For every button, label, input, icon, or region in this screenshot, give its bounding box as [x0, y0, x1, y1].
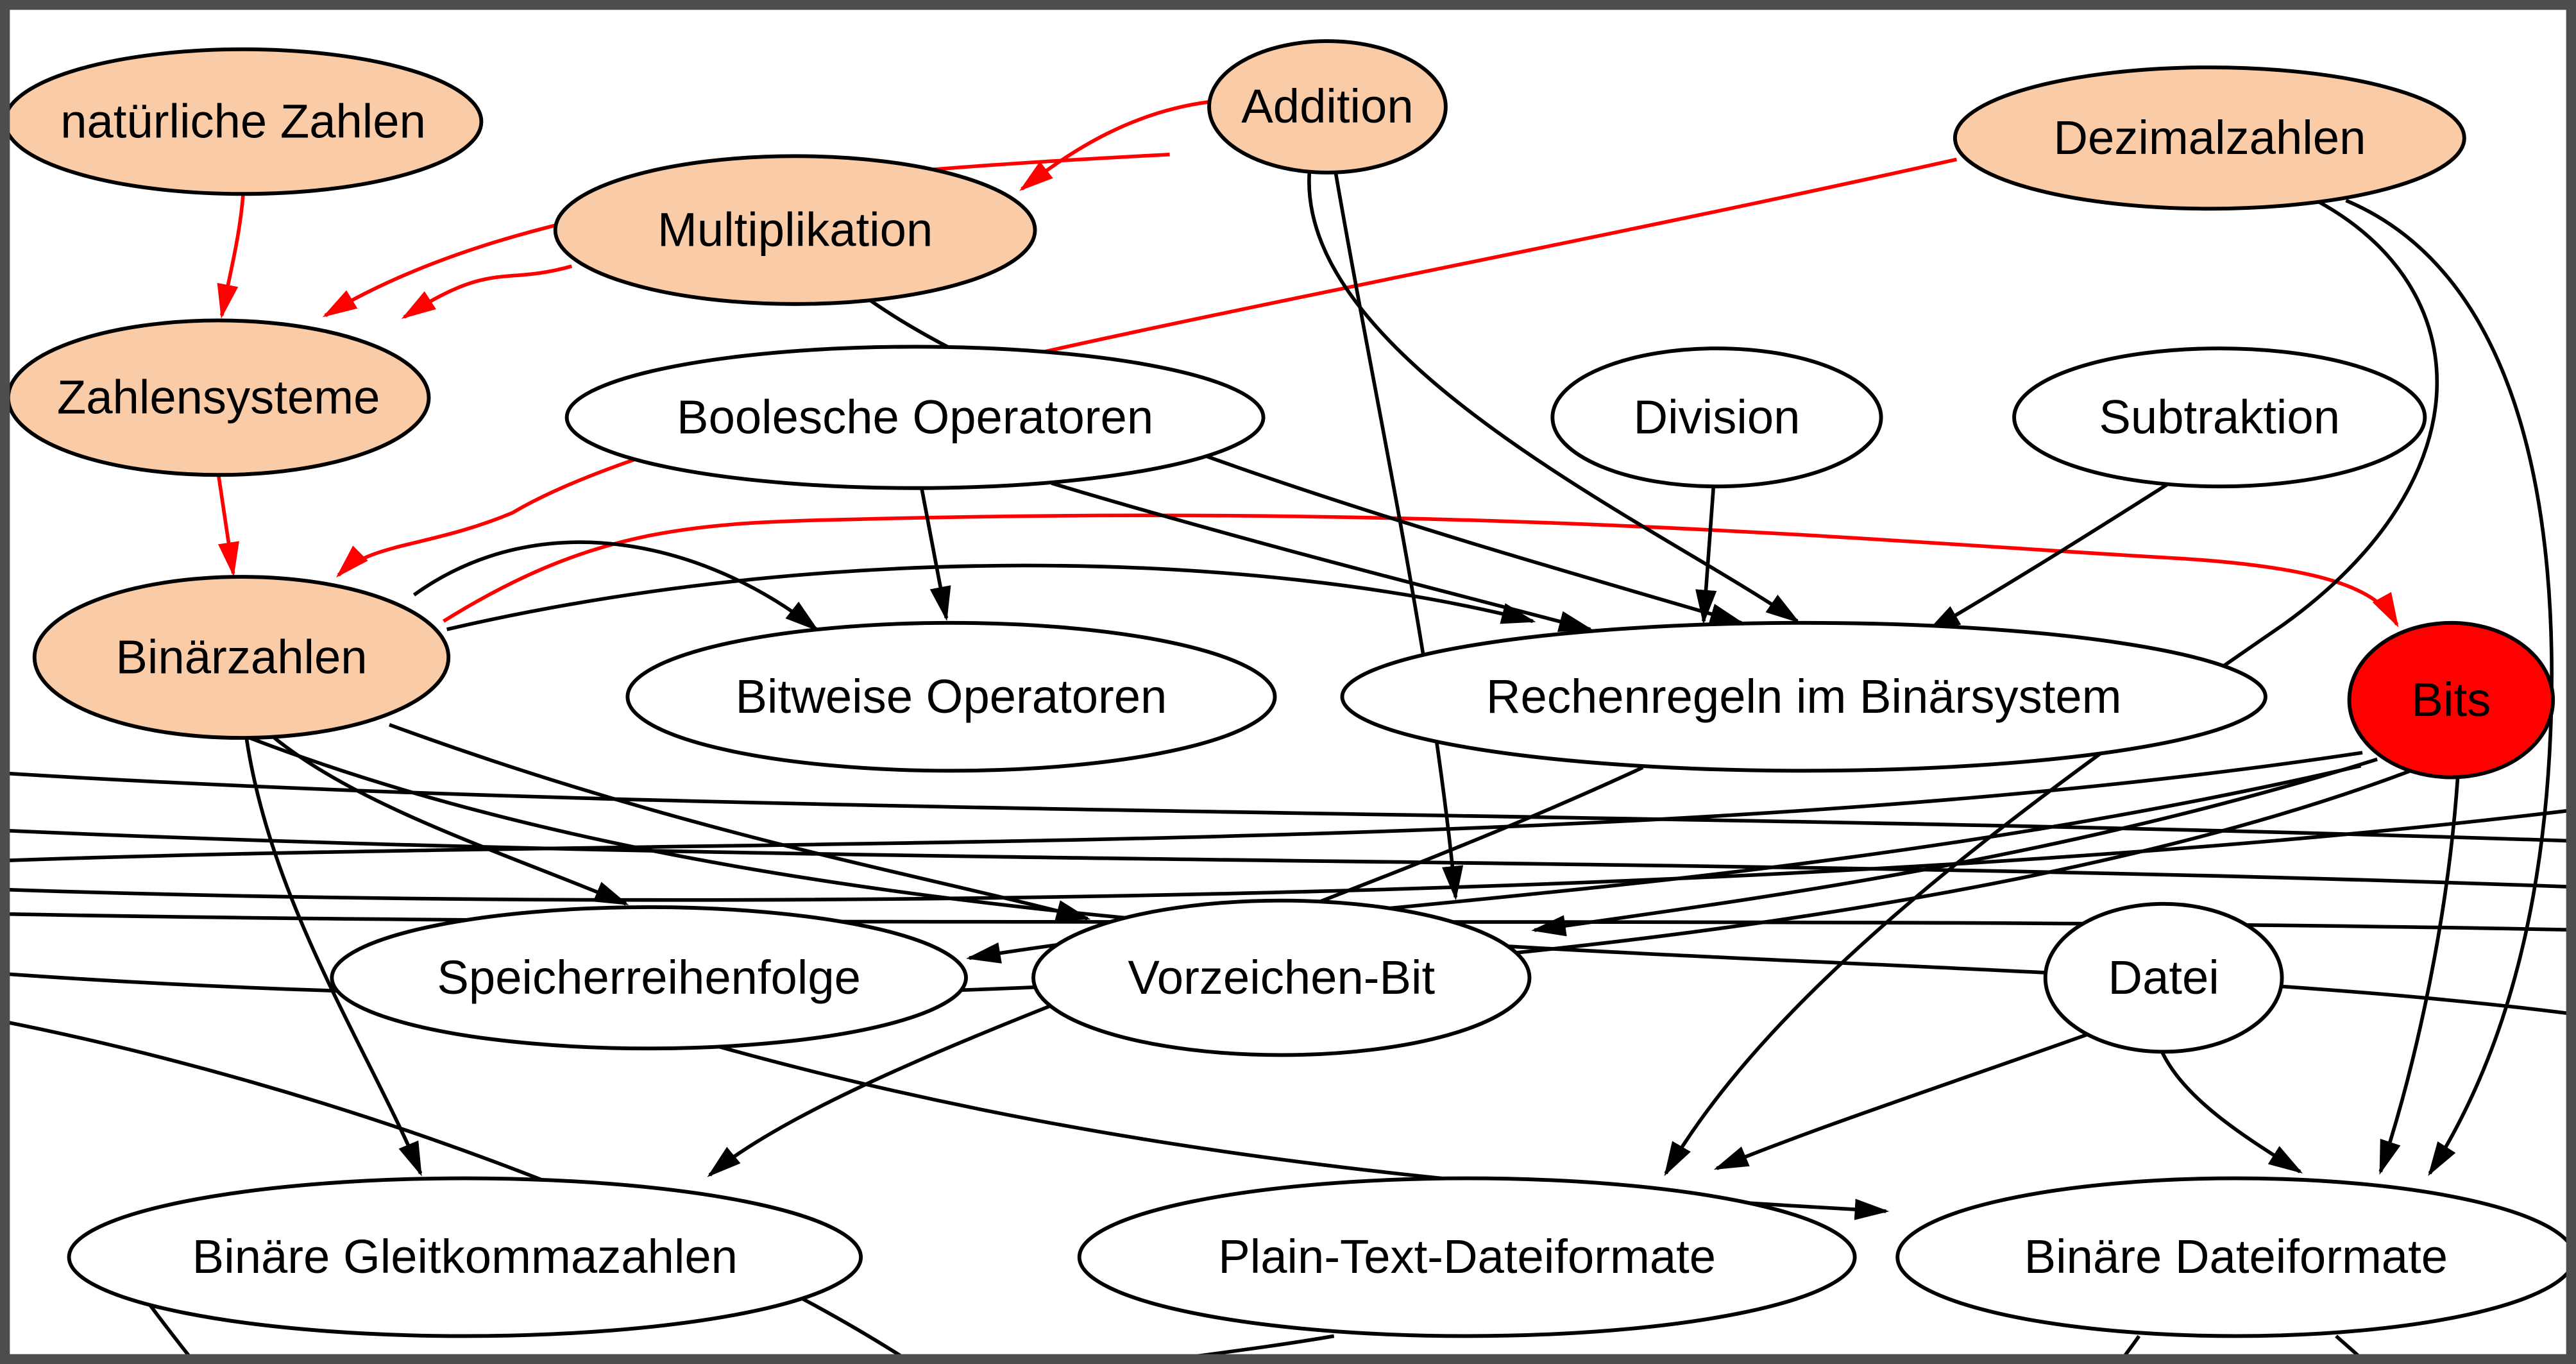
node-boolesche-operatoren[interactable]: Boolesche Operatoren: [564, 345, 1266, 490]
node-ellipse-rechenregeln[interactable]: [1340, 620, 2267, 773]
node-ellipse-binaere-gleitkommazahlen[interactable]: [67, 1176, 863, 1338]
node-natuerliche-zahlen[interactable]: natürliche Zahlen: [3, 47, 484, 196]
edge-addition-multiplikation: [1019, 100, 1210, 191]
edge-binaerzahlen-rechenregeln: [446, 563, 1536, 631]
edge-natuerliche-zahlen-zahlensysteme: [217, 194, 245, 319]
edge-addition-rechenregeln: [1307, 172, 1801, 624]
edge-addition-vorzeichen-bit: [1334, 172, 1464, 901]
edge-zahlensysteme-binaerzahlen: [216, 474, 239, 577]
node-rechenregeln[interactable]: Rechenregeln im Binärsystem: [1340, 620, 2267, 773]
node-ellipse-addition[interactable]: [1207, 39, 1448, 175]
edge-multiplikation-zahlensysteme: [401, 264, 573, 320]
edge-clip-left-clip-bottom: [0, 1019, 917, 1364]
edge-clip-left-clip-right: [0, 828, 2576, 889]
node-ellipse-boolesche-operatoren[interactable]: [564, 345, 1266, 490]
node-addition[interactable]: Addition: [1207, 39, 1448, 175]
node-binaere-gleitkommazahlen[interactable]: Binäre Gleitkommazahlen: [67, 1176, 863, 1338]
node-plain-text-dateiformate[interactable]: Plain-Text-Dateiformate: [1077, 1176, 1857, 1338]
node-ellipse-binaerzahlen[interactable]: [32, 575, 451, 740]
node-datei[interactable]: Datei: [2043, 901, 2284, 1054]
node-ellipse-bits[interactable]: [2347, 620, 2555, 780]
node-ellipse-datei[interactable]: [2043, 901, 2284, 1054]
node-ellipse-zahlensysteme[interactable]: [6, 318, 431, 477]
node-vorzeichen-bit[interactable]: Vorzeichen-Bit: [1031, 898, 1532, 1057]
node-bits[interactable]: Bits: [2347, 620, 2555, 780]
node-ellipse-division[interactable]: [1550, 346, 1883, 489]
node-ellipse-dezimalzahlen[interactable]: [1953, 65, 2466, 211]
edge-binaerzahlen-bitweise-operatoren: [412, 540, 819, 632]
node-division[interactable]: Division: [1550, 346, 1883, 489]
edge-datei-binaere-dateiformate: [2160, 1051, 2303, 1174]
node-ellipse-subtraktion[interactable]: [2012, 346, 2427, 489]
edge-bits-clip-left: [0, 751, 2363, 863]
node-ellipse-binaere-dateiformate[interactable]: [1895, 1176, 2576, 1338]
edge-binaerzahlen-speicherreihenfolge: [273, 736, 629, 906]
edge-binaerzahlen-binaere-gleitkommazahlen: [244, 737, 423, 1177]
edge-division-rechenregeln: [1695, 486, 1717, 625]
node-ellipse-speicherreihenfolge[interactable]: [330, 905, 968, 1051]
node-zahlensysteme[interactable]: Zahlensysteme: [6, 318, 431, 477]
node-ellipse-natuerliche-zahlen[interactable]: [3, 47, 484, 196]
edge-clip-left-clip-right: [0, 808, 2576, 902]
node-ellipse-plain-text-dateiformate[interactable]: [1077, 1176, 1857, 1338]
edge-binaerzahlen-bits: [443, 513, 2399, 627]
edge-datei-plain-text-dateiformate: [1713, 1032, 2090, 1170]
node-dezimalzahlen[interactable]: Dezimalzahlen: [1953, 65, 2466, 211]
node-ellipse-multiplikation[interactable]: [553, 154, 1037, 306]
edge-clip-left-clip-right: [0, 771, 2576, 843]
node-binaerzahlen[interactable]: Binärzahlen: [32, 575, 451, 740]
edge-subtraktion-rechenregeln: [1926, 480, 2173, 633]
node-multiplikation[interactable]: Multiplikation: [553, 154, 1037, 306]
edge-bits-vorzeichen-bit: [1531, 757, 2378, 937]
node-binaere-dateiformate[interactable]: Binäre Dateiformate: [1895, 1176, 2576, 1338]
node-subtraktion[interactable]: Subtraktion: [2012, 346, 2427, 489]
edge-boolesche-operatoren-bitweise-operatoren: [920, 488, 951, 622]
node-ellipse-bitweise-operatoren[interactable]: [625, 620, 1277, 773]
node-speicherreihenfolge[interactable]: Speicherreihenfolge: [330, 905, 968, 1051]
node-bitweise-operatoren[interactable]: Bitweise Operatoren: [625, 620, 1277, 773]
node-ellipse-vorzeichen-bit[interactable]: [1031, 898, 1532, 1057]
edge-dezimalzahlen-plain-text-dateiformate: [1664, 192, 2439, 1177]
